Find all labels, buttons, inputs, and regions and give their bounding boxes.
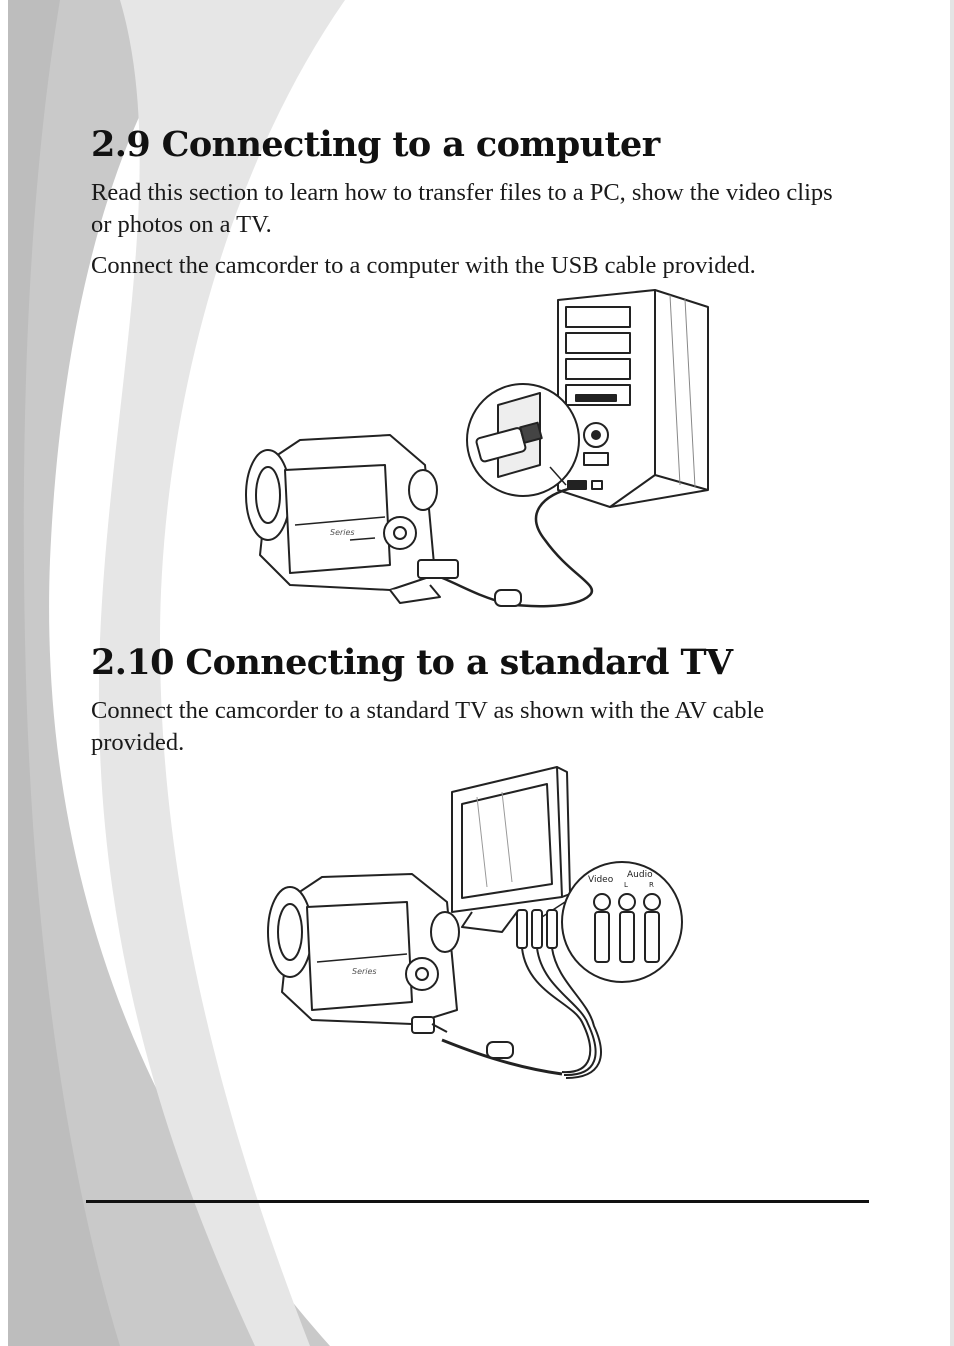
camcorder-icon: [245, 434, 459, 604]
usb-connection-illustration: Series: [240, 285, 720, 620]
audio-left-mark: L: [624, 881, 628, 889]
camcorder-tv-brand-mark: Series: [352, 967, 377, 976]
video-jack-label: Video: [588, 875, 614, 885]
av-cable-icon: [441, 909, 602, 1079]
av-jacks-zoom-callout: [541, 861, 683, 983]
usb-cable: [439, 485, 594, 608]
usb-instruction-text: Connect the camcorder to a computer with…: [91, 252, 756, 279]
audio-right-mark: R: [649, 881, 654, 889]
tv-connection-illustration: Video Audio L R Series: [262, 762, 692, 1082]
tv-instruction-text: Connect the camcorder to a standard TV a…: [91, 697, 765, 756]
usb-intro-text: Read this section to learn how to transf…: [91, 179, 833, 238]
usb-port-zoom-callout: [466, 383, 580, 497]
section-heading-tv: 2.10 Connecting to a standard TV: [91, 642, 733, 683]
camcorder-brand-mark: Series: [330, 528, 355, 537]
footer-rule: [86, 1200, 869, 1203]
audio-jack-label: Audio: [627, 870, 653, 880]
tv-monitor-icon: [451, 766, 571, 933]
page-edge: [950, 0, 954, 1346]
pc-tower-icon: [557, 289, 709, 508]
av-cable-ferrite-core-icon: [486, 1041, 514, 1059]
section-heading-usb: 2.9 Connecting to a computer: [91, 124, 660, 165]
cable-ferrite-core-icon: [494, 589, 522, 607]
camcorder-tv-icon: [267, 873, 460, 1034]
